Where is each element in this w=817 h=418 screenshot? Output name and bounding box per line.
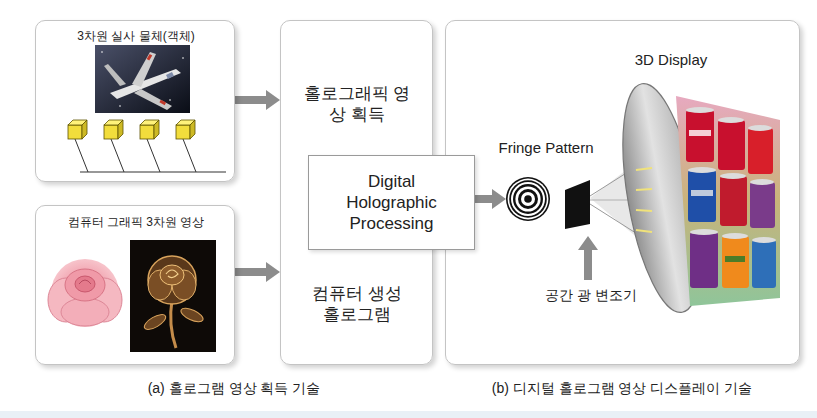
source-panel: 컴퓨터 그래픽 3차원 영상 [35,205,235,365]
node-label: 3차원 실사 물체(객체) [36,29,236,44]
pink-rose [48,259,122,327]
text-slot: 공간 광 변조기 [541,287,641,305]
caption-slot: (b) 디지털 홀로그램 영상 디스플레이 기술 [492,380,753,398]
arrow-part [235,96,266,104]
text-slot: 3차원 실사 물체(객체) [36,29,236,44]
bottom-band [0,411,817,418]
caption: (b) 디지털 홀로그램 영상 디스플레이 기술 [492,380,753,398]
arrow-part [475,195,492,203]
text-slot: 컴퓨터 그래픽 3차원 영상 [36,215,236,230]
spatial-light-modulator [565,180,590,229]
node-label: 3D Display [621,51,721,70]
caption-slot: (a) 홀로그램 영상 획득 기술 [148,380,321,398]
xwing-photo [95,45,190,113]
source-panel: 3차원 실사 물체(객체) [35,20,235,182]
leader-arrow [578,236,598,280]
node-label: Fringe Pattern [476,139,616,158]
camera-array [68,120,226,172]
flow-arrow [475,189,506,209]
arrow-part [492,189,506,209]
arrow-part [266,262,280,282]
fringe-pattern: Fringe Pattern [506,177,550,221]
text-slot: 컴퓨터 생성 홀로그램 [302,283,412,326]
node-label: 공간 광 변조기 [541,287,641,305]
flow-arrow [235,90,280,110]
node-label: 홀로그래픽 영상 획득 [302,83,412,126]
display-panel: 3D Display 공간 광 변조기 Fringe Pattern [445,20,800,365]
arrow-part [266,90,280,110]
fringe-rings [506,177,550,221]
3d-display [608,78,780,318]
node-label: 컴퓨터 그래픽 3차원 영상 [36,215,236,230]
caption: (a) 홀로그램 영상 획득 기술 [148,380,321,398]
dark-rose [130,240,216,352]
node-label: 컴퓨터 생성 홀로그램 [302,283,412,326]
text-slot: Digital Holographic Processing [309,156,474,249]
process-label: Digital Holographic Processing [327,171,457,235]
text-slot: Fringe Pattern [476,139,616,158]
text-slot: 홀로그래픽 영상 획득 [302,83,412,126]
arrow-part [235,268,266,276]
process-box: Digital Holographic Processing [308,155,475,250]
text-slot: 3D Display [621,51,721,70]
flow-arrow [235,262,280,282]
